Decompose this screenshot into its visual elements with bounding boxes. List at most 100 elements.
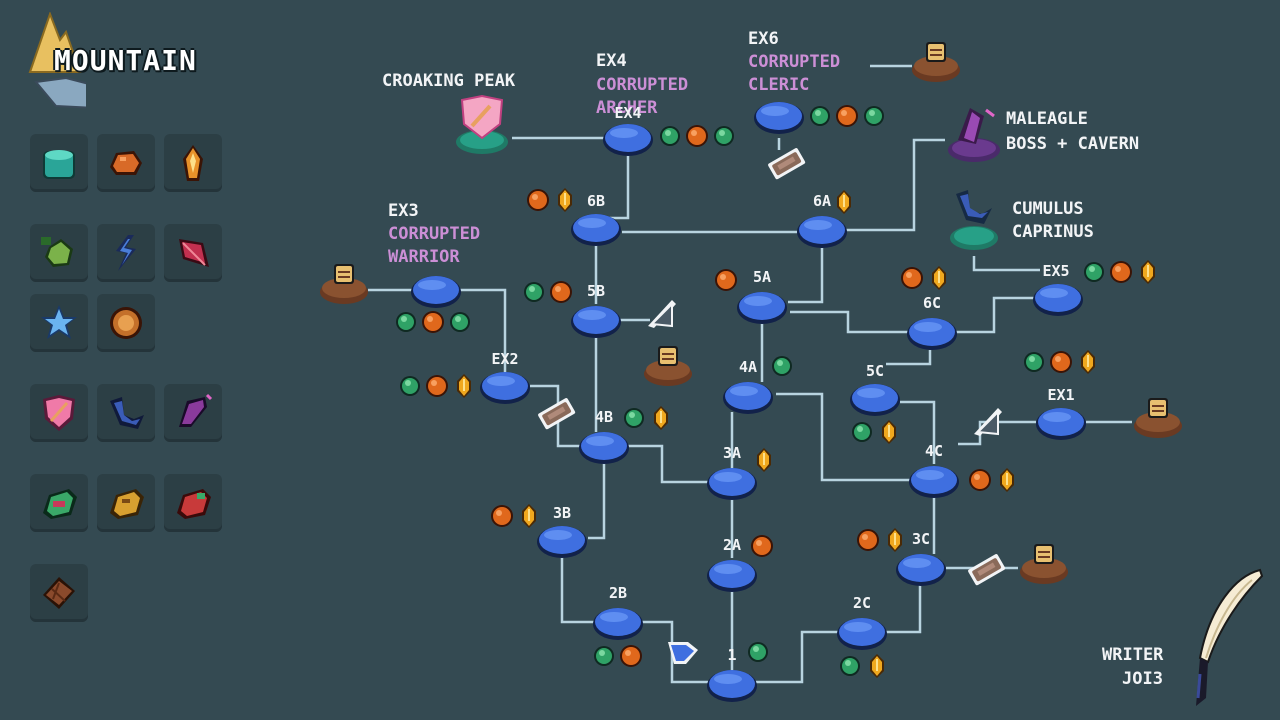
node-label-4a: 4A <box>738 358 758 376</box>
level-node-2a[interactable] <box>707 560 757 592</box>
node-label-2b: 2B <box>608 584 628 602</box>
path-4b-3a <box>628 444 708 484</box>
level-node-6a[interactable] <box>797 216 847 248</box>
inventory-slot[interactable] <box>97 384 155 442</box>
page-title: MOUNTAIN <box>54 44 197 77</box>
pickaxe-icon[interactable] <box>974 408 1002 436</box>
inventory-slot[interactable] <box>164 474 222 532</box>
blue-horn-icon[interactable] <box>668 642 698 664</box>
path-4a-4c <box>776 392 910 482</box>
level-node-6b[interactable] <box>571 214 621 246</box>
gold-crystal-icon <box>870 654 884 678</box>
inventory-slot[interactable] <box>164 134 222 192</box>
green-gem-icon <box>594 646 614 666</box>
path-6c-5c <box>886 350 932 366</box>
croaking-peak-shield-icon[interactable] <box>456 94 508 154</box>
level-node-ex5[interactable] <box>1033 284 1083 316</box>
level-node-ex1[interactable] <box>1036 408 1086 440</box>
cumulus-caprinus-icon[interactable] <box>950 190 998 250</box>
chest-icon[interactable] <box>320 264 368 304</box>
level-node-4c[interactable] <box>909 466 959 498</box>
level-node-2c[interactable] <box>837 618 887 650</box>
green-gem-icon <box>450 312 470 332</box>
node-label-5a: 5A <box>752 268 772 286</box>
level-node-ex2[interactable] <box>480 372 530 404</box>
inventory-slot[interactable] <box>164 384 222 442</box>
copper-ore-icon <box>527 189 549 211</box>
level-node-ex3[interactable] <box>411 276 461 308</box>
node-label-ex5: EX5 <box>1042 262 1070 280</box>
copper-ore-icon <box>751 535 773 557</box>
copper-ore-icon <box>901 267 923 289</box>
chest-icon[interactable] <box>1020 544 1068 584</box>
level-node-3b[interactable] <box>537 526 587 558</box>
level-node-6c[interactable] <box>907 318 957 350</box>
node-label-6a: 6A <box>812 192 832 210</box>
node-label-2c: 2C <box>852 594 872 612</box>
node-label-6c: 6C <box>922 294 942 312</box>
copper-ore-icon <box>426 375 448 397</box>
cumulus-sub-label: CAPRINUS <box>1012 222 1094 242</box>
node-label-4c: 4C <box>924 442 944 460</box>
path-6a-5a <box>788 248 824 304</box>
inventory-slot[interactable] <box>30 564 88 622</box>
green-gem-icon <box>772 356 792 376</box>
inventory-slot[interactable] <box>30 134 88 192</box>
inventory-slot[interactable] <box>97 294 155 352</box>
map-decor <box>320 42 1264 706</box>
level-node-2b[interactable] <box>593 608 643 640</box>
level-node-3a[interactable] <box>707 468 757 500</box>
ex3-boss-label: CORRUPTED <box>388 224 481 244</box>
croaking-peak-label: CROAKING PEAK <box>382 71 516 91</box>
path-5c-4c <box>900 400 936 464</box>
quill-pen-icon <box>1196 568 1264 706</box>
inventory-slot[interactable] <box>30 384 88 442</box>
inventory-slot[interactable] <box>30 294 88 352</box>
level-node-5b[interactable] <box>571 306 621 338</box>
blade-tool-icon[interactable] <box>537 397 576 430</box>
copper-ore-icon <box>969 469 991 491</box>
gold-crystal-icon <box>522 504 536 528</box>
level-node-5c[interactable] <box>850 384 900 416</box>
ex6-boss-label: CORRUPTED <box>748 52 841 72</box>
inventory-slot[interactable] <box>97 474 155 532</box>
level-node-ex6[interactable] <box>754 102 804 134</box>
inventory-slot[interactable] <box>97 224 155 282</box>
node-label-3c: 3C <box>911 530 931 548</box>
green-gem-icon <box>864 106 884 126</box>
level-node-1[interactable] <box>707 670 757 702</box>
inventory-slot[interactable] <box>164 224 222 282</box>
copper-ore-icon <box>1050 351 1072 373</box>
level-node-ex4[interactable] <box>603 124 653 156</box>
gold-crystal-icon <box>1141 260 1155 284</box>
chest-icon[interactable] <box>644 346 692 386</box>
maleagle-boss-icon[interactable] <box>948 108 1000 162</box>
ex3-label: EX3 <box>388 201 419 221</box>
green-gem-icon <box>1024 352 1044 372</box>
reward-gems <box>396 105 1155 678</box>
inventory-slot[interactable] <box>97 134 155 192</box>
copper-ore-icon <box>836 105 858 127</box>
pickaxe-icon[interactable] <box>648 300 676 328</box>
path-6c-ex5 <box>956 296 1034 334</box>
copper-ore-icon <box>686 125 708 147</box>
chest-icon[interactable] <box>912 42 960 82</box>
green-gem-icon <box>660 126 680 146</box>
inventory-slot[interactable] <box>30 224 88 282</box>
level-node-4a[interactable] <box>723 382 773 414</box>
green-gem-icon <box>810 106 830 126</box>
path-4b-3b <box>588 462 606 540</box>
gold-crystal-icon <box>1000 468 1014 492</box>
gold-crystal-icon <box>837 190 851 214</box>
node-label-6b: 6B <box>586 192 606 210</box>
inventory-slot[interactable] <box>30 474 88 532</box>
chest-icon[interactable] <box>1134 398 1182 438</box>
level-node-5a[interactable] <box>737 292 787 324</box>
ex3-boss-label-2: WARRIOR <box>388 247 460 267</box>
level-node-4b[interactable] <box>579 432 629 464</box>
blade-tool-icon[interactable] <box>967 553 1006 586</box>
gold-crystal-icon <box>757 448 771 472</box>
level-node-3c[interactable] <box>896 554 946 586</box>
blade-tool-icon[interactable] <box>767 147 806 180</box>
green-gem-icon <box>524 282 544 302</box>
